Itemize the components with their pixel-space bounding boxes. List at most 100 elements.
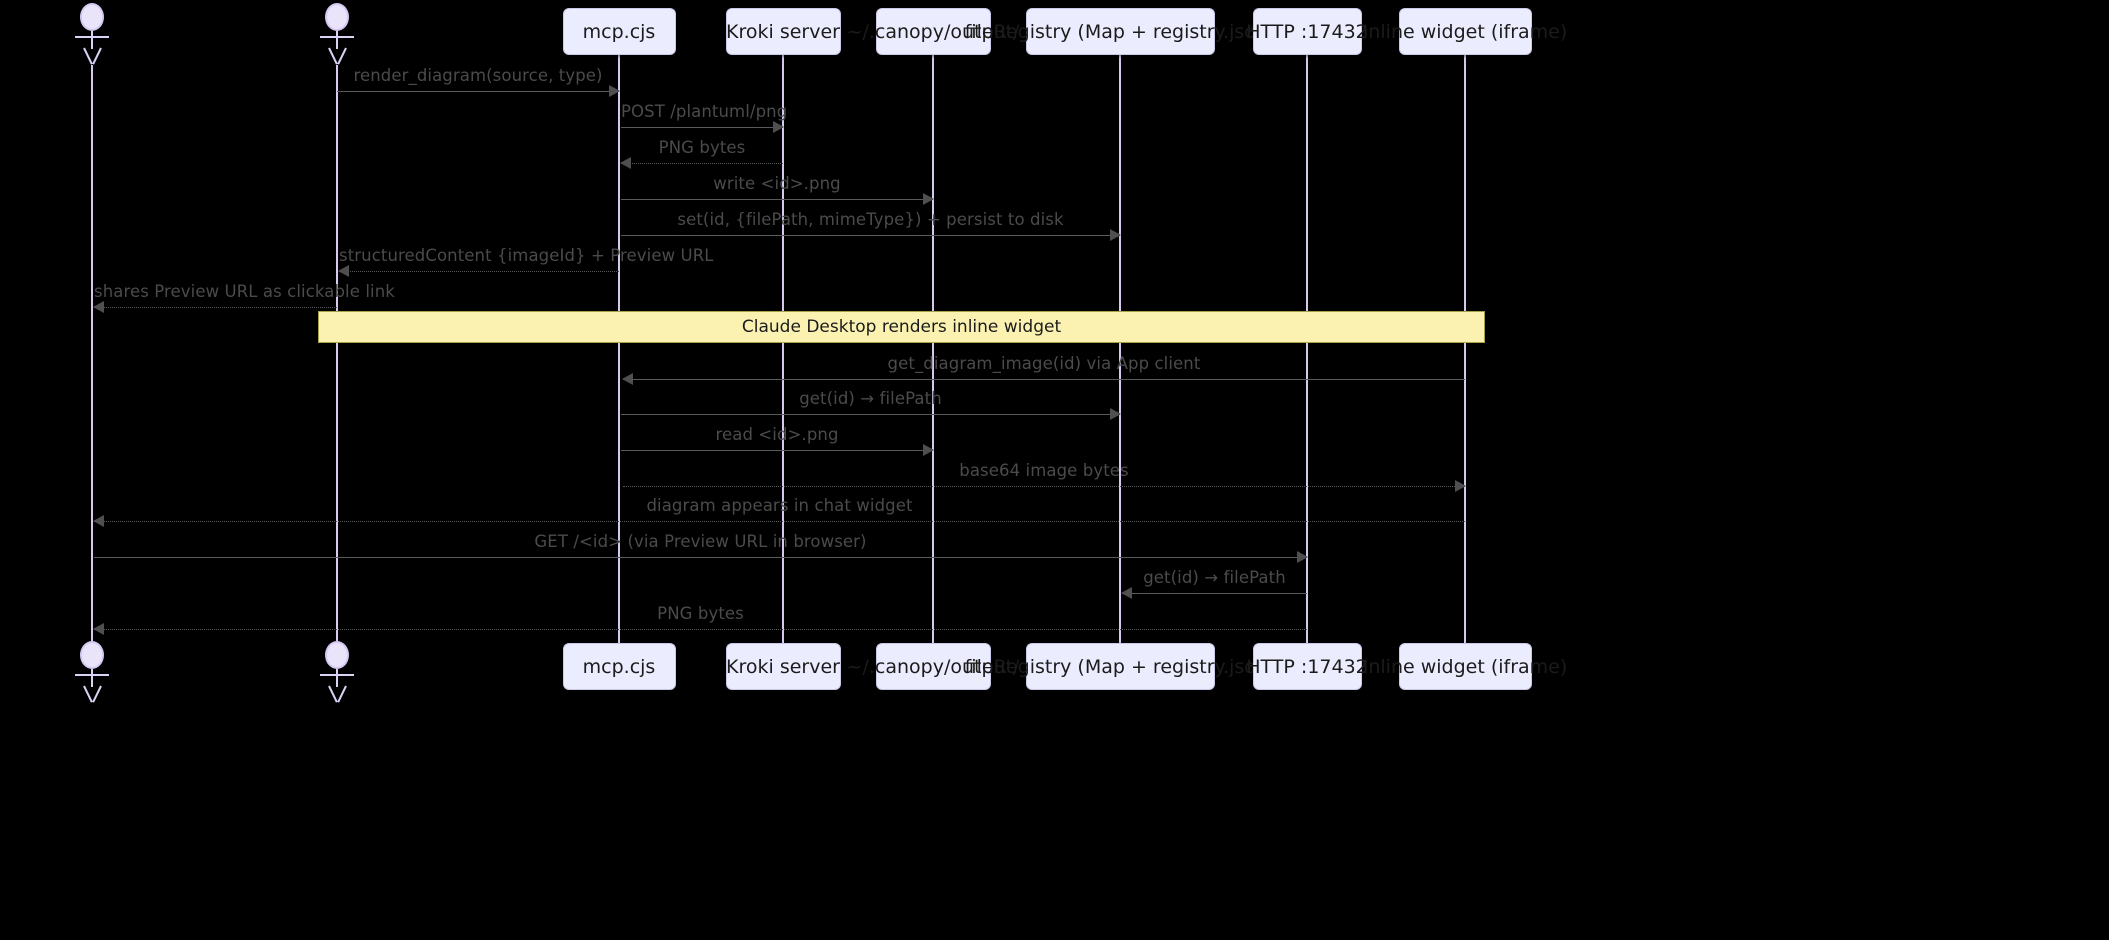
lifeline-kroki — [782, 55, 784, 643]
arrowhead-right-icon — [1455, 480, 1466, 492]
message-label: PNG bytes — [658, 138, 746, 157]
participant-box-http-bottom[interactable]: HTTP :17432 — [1246, 643, 1368, 690]
participant-label: mcp.cjs — [582, 655, 656, 678]
message-line — [621, 414, 1120, 415]
actor-body-icon — [336, 31, 338, 49]
participant-box-mcp-top[interactable]: mcp.cjs — [562, 8, 676, 55]
participant-label: Inline widget (iframe) — [1362, 655, 1568, 678]
message-line — [94, 629, 1307, 630]
participant-label: Kroki server — [726, 20, 840, 43]
actor-body-icon — [336, 669, 338, 687]
message-label: base64 image bytes — [959, 461, 1129, 480]
message-label: write <id>.png — [713, 174, 841, 193]
actor-body-icon — [91, 669, 93, 687]
actor-claude-top — [307, 3, 367, 65]
actor-legl-icon — [83, 685, 93, 703]
message-line — [94, 307, 337, 308]
participant-label: ~/.canopy/output/ — [846, 655, 1020, 678]
actor-legr-icon — [337, 685, 347, 703]
participant-label: mcp.cjs — [582, 20, 656, 43]
participant-label: Kroki server — [726, 655, 840, 678]
message-label: set(id, {filePath, mimeType}) + persist … — [677, 210, 1064, 229]
message-label: POST /plantuml/png — [621, 102, 788, 121]
message-label: render_diagram(source, type) — [353, 66, 603, 85]
actor-head-icon — [325, 641, 349, 669]
lifeline-registry — [1119, 55, 1121, 643]
message-label: get(id) → filePath — [799, 389, 942, 408]
actor-head-icon — [80, 3, 104, 31]
participant-label: HTTP :17432 — [1246, 20, 1368, 43]
actor-arms-icon — [320, 36, 354, 38]
arrowhead-left-icon — [620, 157, 631, 169]
message-label: structuredContent {imageId} + Preview UR… — [339, 246, 714, 265]
arrowhead-left-icon — [93, 301, 104, 313]
actor-head-icon — [80, 641, 104, 669]
message-line — [621, 235, 1120, 236]
participant-label: fileRegistry (Map + registry.json) — [964, 20, 1276, 43]
message-label: diagram appears in chat widget — [646, 496, 913, 515]
message-line — [621, 127, 783, 128]
message-line — [623, 486, 1465, 487]
actor-legr-icon — [92, 47, 102, 65]
participant-box-kroki-top[interactable]: Kroki server — [725, 8, 841, 55]
message-line — [94, 521, 1465, 522]
message-line — [621, 199, 933, 200]
actor-user-top — [62, 3, 122, 65]
actor-legl-icon — [328, 47, 338, 65]
participant-box-output-top[interactable]: ~/.canopy/output/ — [847, 8, 1019, 55]
actor-arms-icon — [320, 674, 354, 676]
arrowhead-left-icon — [93, 515, 104, 527]
lifeline-claude — [336, 65, 338, 641]
message-line — [621, 163, 783, 164]
actor-arms-icon — [75, 674, 109, 676]
message-line — [339, 271, 619, 272]
message-label: get(id) → filePath — [1143, 568, 1286, 587]
participant-box-widget-bottom[interactable]: Inline widget (iframe) — [1363, 643, 1567, 690]
actor-legl-icon — [83, 47, 93, 65]
message-label: get_diagram_image(id) via App client — [887, 354, 1201, 373]
participant-label: ~/.canopy/output/ — [846, 20, 1020, 43]
arrowhead-right-icon — [773, 121, 784, 133]
message-line — [621, 450, 933, 451]
message-label: GET /<id> (via Preview URL in browser) — [534, 532, 867, 551]
message-label: PNG bytes — [657, 604, 744, 623]
actor-legl-icon — [328, 685, 338, 703]
message-label: read <id>.png — [715, 425, 839, 444]
participant-box-registry-bottom[interactable]: fileRegistry (Map + registry.json) — [965, 643, 1275, 690]
arrowhead-left-icon — [338, 265, 349, 277]
arrowhead-right-icon — [1110, 229, 1121, 241]
participant-label: HTTP :17432 — [1246, 655, 1368, 678]
actor-legr-icon — [337, 47, 347, 65]
message-line — [1122, 593, 1307, 594]
arrowhead-left-icon — [622, 373, 633, 385]
participant-box-registry-top[interactable]: fileRegistry (Map + registry.json) — [965, 8, 1275, 55]
message-line — [623, 379, 1465, 380]
participant-box-mcp-bottom[interactable]: mcp.cjs — [562, 643, 676, 690]
arrowhead-right-icon — [609, 85, 620, 97]
actor-claude-bottom — [307, 641, 367, 703]
participant-box-output-bottom[interactable]: ~/.canopy/output/ — [847, 643, 1019, 690]
message-line — [94, 557, 1307, 558]
lifeline-widget — [1464, 55, 1466, 643]
actor-body-icon — [91, 31, 93, 49]
actor-arms-icon — [75, 36, 109, 38]
arrowhead-right-icon — [923, 444, 934, 456]
arrowhead-left-icon — [1121, 587, 1132, 599]
arrowhead-right-icon — [923, 193, 934, 205]
arrowhead-right-icon — [1110, 408, 1121, 420]
arrowhead-right-icon — [1297, 551, 1308, 563]
participant-box-widget-top[interactable]: Inline widget (iframe) — [1363, 8, 1567, 55]
actor-user-bottom — [62, 641, 122, 703]
note-band: Claude Desktop renders inline widget — [318, 311, 1485, 343]
actor-head-icon — [325, 3, 349, 31]
lifeline-user — [91, 65, 93, 641]
participant-box-http-top[interactable]: HTTP :17432 — [1246, 8, 1368, 55]
lifeline-mcp — [618, 55, 620, 643]
participant-box-kroki-bottom[interactable]: Kroki server — [725, 643, 841, 690]
arrowhead-left-icon — [93, 623, 104, 635]
lifeline-http — [1306, 55, 1308, 643]
lifeline-output — [932, 55, 934, 643]
message-label: shares Preview URL as clickable link — [94, 282, 395, 301]
participant-label: Inline widget (iframe) — [1362, 20, 1568, 43]
